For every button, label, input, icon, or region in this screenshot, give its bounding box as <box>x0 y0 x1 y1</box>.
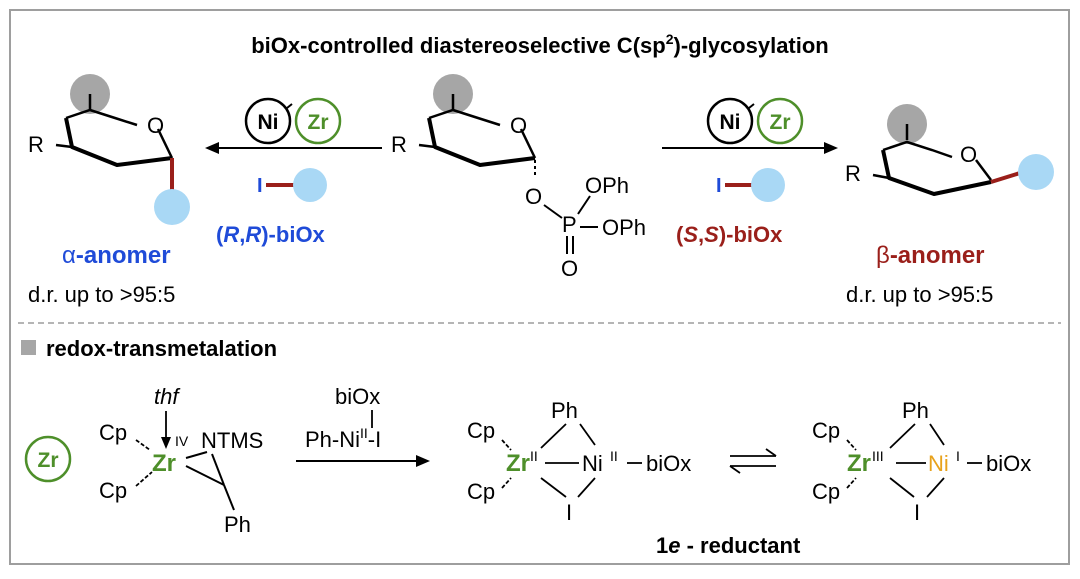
iodide-bridge-right: I <box>914 500 920 525</box>
catalyst-pair-left: Ni Zr <box>244 97 342 145</box>
ring-oxygen-center: O <box>510 113 527 138</box>
ni-i-center: Ni <box>928 451 949 476</box>
frame-border <box>9 9 1070 565</box>
cp-top: Cp <box>99 420 127 445</box>
alpha-product-structure: O R <box>28 74 190 225</box>
thf-label: thf <box>154 384 181 409</box>
dr-left: d.r. up to >95:5 <box>28 282 175 307</box>
ph-top-middle: Ph <box>551 398 578 423</box>
zirconaaziridine-complex: thf Cp Zr IV NTMS Ph Cp <box>99 384 263 537</box>
ni-label-right: Ni <box>720 111 741 134</box>
beta-anomer-label: β-anomer <box>876 242 985 269</box>
zr-iv-center: Zr <box>152 450 176 477</box>
glycosyl-phosphate-structure: O R O P OPh OPh O <box>391 74 646 281</box>
equilibrium-arrows <box>729 448 777 474</box>
beta-product-structure: O R <box>845 104 1054 196</box>
zr-iii-ni-i-complex: Ph Cp Zr III Ni I biOx Cp I <box>812 398 1031 525</box>
oxidation-ni-ii: II <box>610 448 618 464</box>
ph-bottom: Ph <box>224 512 251 537</box>
biox-right: biOx <box>986 451 1031 476</box>
reagent-biox: biOx <box>335 384 380 409</box>
ring-oxygen: O <box>147 113 164 138</box>
ntms-label: NTMS <box>201 428 263 453</box>
iodide-right: I <box>716 175 722 197</box>
zr-ii-center: Zr <box>506 450 530 477</box>
r-group-right: R <box>845 161 861 186</box>
ligand-ss-biox: (S,S)-biOx <box>676 222 783 247</box>
ni-ii-center: Ni <box>582 451 603 476</box>
biox-middle: biOx <box>646 451 691 476</box>
phosphoryl-oxygen: O <box>561 256 578 281</box>
cp-bottom: Cp <box>99 478 127 503</box>
phosphorus: P <box>562 212 577 237</box>
scheme-title: biOx-controlled diastereoselective C(sp2… <box>251 31 829 58</box>
cp-right-bottom: Cp <box>812 479 840 504</box>
ring-oxygen-right: O <box>960 142 977 167</box>
section2-title: redox-transmetalation <box>46 336 277 361</box>
zr-badge-label: Zr <box>38 449 59 472</box>
zr-label-right: Zr <box>770 111 791 134</box>
zr-label-left: Zr <box>308 111 329 134</box>
cp-middle-bottom: Cp <box>467 479 495 504</box>
anomeric-oxygen: O <box>525 184 542 209</box>
anomeric-light-blue-circle-right <box>1018 154 1054 190</box>
oxidation-zr-ii: II <box>530 448 538 464</box>
cp-right-top: Cp <box>812 418 840 443</box>
iodide-bridge-middle: I <box>566 500 572 525</box>
electrophile-circle-left <box>293 168 327 202</box>
alpha-anomer-label: α-anomer <box>62 242 171 269</box>
zr-badge <box>24 435 72 483</box>
anomeric-light-blue-circle <box>154 189 190 225</box>
oxidation-ni-i: I <box>956 448 960 464</box>
cp-middle-top: Cp <box>467 418 495 443</box>
ni-label-left: Ni <box>258 111 279 134</box>
catalyst-pair-right: Ni Zr <box>706 97 804 145</box>
zr-ii-ni-ii-complex: Ph Cp Zr II Ni II biOx Cp I <box>467 398 691 525</box>
reductant-label: 1e - reductant <box>656 533 801 558</box>
r-group: R <box>28 132 44 157</box>
ligand-rr-biox: (R,R)-biOx <box>216 222 326 247</box>
oph-upper: OPh <box>585 173 629 198</box>
oxidation-iv: IV <box>175 433 189 449</box>
ph-top-right: Ph <box>902 398 929 423</box>
electrophile-circle-right <box>751 168 785 202</box>
section-bullet-square <box>21 340 36 355</box>
dr-right: d.r. up to >95:5 <box>846 282 993 307</box>
oph-lower: OPh <box>602 215 646 240</box>
reagent-ph-ni-i: Ph-NiII-I <box>305 425 381 452</box>
zr-iii-center: Zr <box>847 450 871 477</box>
oxidation-zr-iii: III <box>872 448 884 464</box>
r-group-center: R <box>391 132 407 157</box>
iodide-left: I <box>257 175 263 197</box>
